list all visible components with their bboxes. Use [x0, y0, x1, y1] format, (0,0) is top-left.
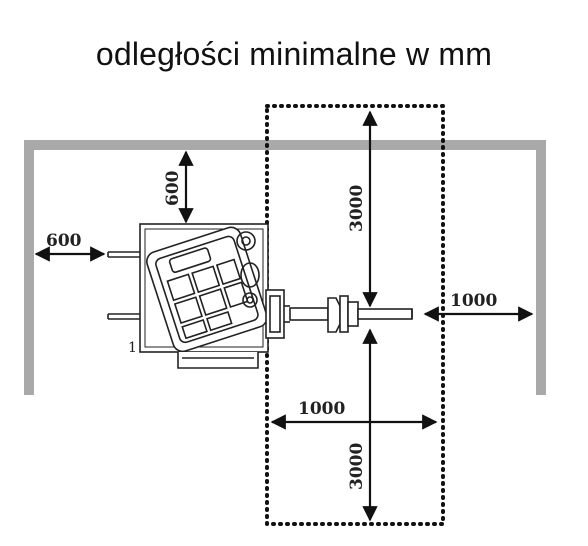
dim-label-upper-vertical: 3000 — [347, 185, 367, 232]
dim-label-right: 1000 — [450, 291, 497, 311]
diagram-title: odległości minimalne w mm — [95, 36, 493, 72]
dim-label-lower-vertical: 3000 — [347, 443, 367, 490]
dim-label-top: 600 — [163, 170, 183, 206]
dim-label-left: 600 — [46, 231, 82, 251]
tire-changer-machine — [107, 223, 413, 369]
dim-label-lower-horizontal: 1000 — [298, 399, 345, 419]
machine-label: 1 — [128, 340, 137, 356]
wall-outline — [24, 140, 546, 395]
